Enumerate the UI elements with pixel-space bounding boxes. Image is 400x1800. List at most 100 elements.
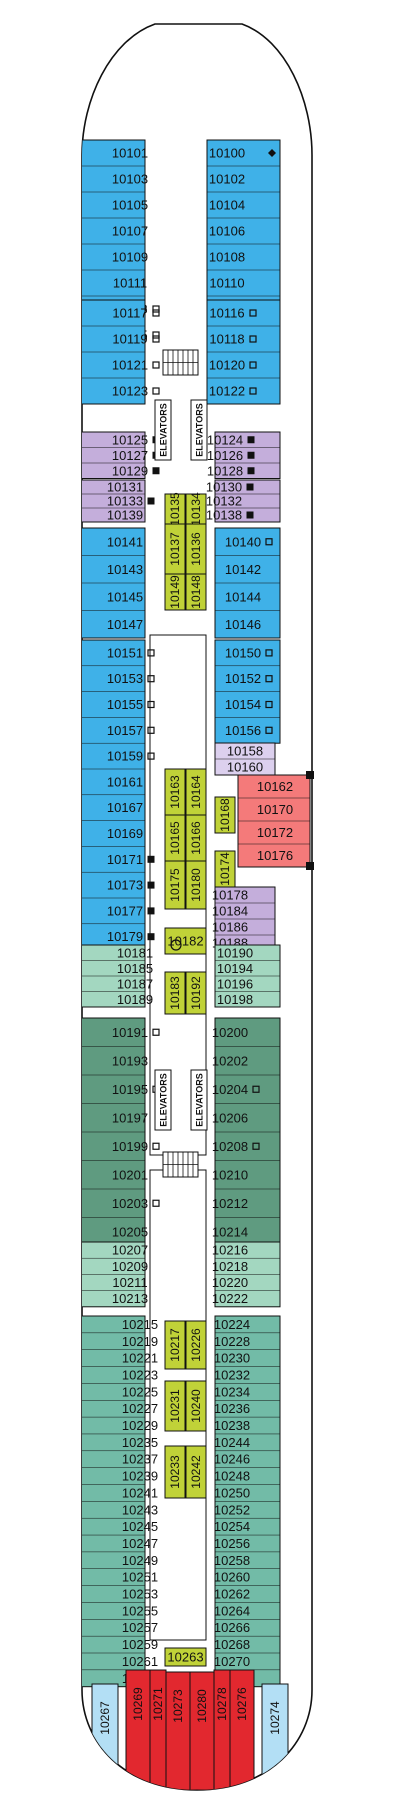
cabin-10135[interactable]: 10135 bbox=[168, 492, 182, 526]
cabin-10145[interactable]: 10145 bbox=[107, 589, 143, 604]
cabin-10239[interactable]: 10239 bbox=[122, 1469, 158, 1484]
cabin-10100[interactable]: 10100 bbox=[209, 146, 245, 161]
cabin-10109[interactable]: 10109 bbox=[112, 250, 148, 265]
cabin-10139[interactable]: 10139 bbox=[107, 508, 143, 523]
cabin-10108[interactable]: 10108 bbox=[209, 250, 245, 265]
cabin-10162[interactable]: 10162 bbox=[257, 779, 293, 794]
cabin-10142[interactable]: 10142 bbox=[225, 562, 261, 577]
cabin-10198[interactable]: 10198 bbox=[217, 992, 253, 1007]
cabin-10252[interactable]: 10252 bbox=[214, 1502, 250, 1517]
cabin-10101[interactable]: 10101 bbox=[112, 146, 148, 161]
cabin-10167[interactable]: 10167 bbox=[107, 800, 143, 815]
cabin-10150[interactable]: 10150 bbox=[225, 645, 261, 660]
cabin-10213[interactable]: 10213 bbox=[112, 1291, 148, 1306]
cabin-10203[interactable]: 10203 bbox=[112, 1196, 148, 1211]
cabin-10173[interactable]: 10173 bbox=[107, 878, 143, 893]
cabin-10225[interactable]: 10225 bbox=[122, 1384, 158, 1399]
cabin-10147[interactable]: 10147 bbox=[107, 617, 143, 632]
cabin-10271[interactable]: 10271 bbox=[151, 1687, 165, 1721]
cabin-10261[interactable]: 10261 bbox=[122, 1654, 158, 1669]
cabin-10206[interactable]: 10206 bbox=[212, 1110, 248, 1125]
cabin-10229[interactable]: 10229 bbox=[122, 1418, 158, 1433]
cabin-10230[interactable]: 10230 bbox=[214, 1351, 250, 1366]
cabin-10125[interactable]: 10125 bbox=[112, 432, 148, 447]
cabin-10130[interactable]: 10130 bbox=[206, 480, 242, 495]
cabin-10166[interactable]: 10166 bbox=[189, 821, 203, 855]
cabin-10248[interactable]: 10248 bbox=[214, 1469, 250, 1484]
cabin-10236[interactable]: 10236 bbox=[214, 1401, 250, 1416]
cabin-10105[interactable]: 10105 bbox=[112, 198, 148, 213]
cabin-10155[interactable]: 10155 bbox=[107, 697, 143, 712]
cabin-10121[interactable]: 10121 bbox=[112, 358, 148, 373]
cabin-10241[interactable]: 10241 bbox=[122, 1485, 158, 1500]
cabin-10192[interactable]: 10192 bbox=[189, 976, 203, 1010]
cabin-10226[interactable]: 10226 bbox=[189, 1328, 203, 1362]
cabin-10249[interactable]: 10249 bbox=[122, 1553, 158, 1568]
cabin-10176[interactable]: 10176 bbox=[257, 848, 293, 863]
cabin-10187[interactable]: 10187 bbox=[117, 976, 153, 991]
cabin-10119[interactable]: 10119 bbox=[112, 332, 147, 347]
cabin-10200[interactable]: 10200 bbox=[212, 1025, 248, 1040]
cabin-10138[interactable]: 10138 bbox=[206, 508, 242, 523]
cabin-10127[interactable]: 10127 bbox=[112, 448, 148, 463]
cabin-10237[interactable]: 10237 bbox=[122, 1452, 158, 1467]
cabin-10146[interactable]: 10146 bbox=[225, 617, 261, 632]
cabin-10233[interactable]: 10233 bbox=[168, 1455, 182, 1489]
cabin-10197[interactable]: 10197 bbox=[112, 1110, 148, 1125]
cabin-10107[interactable]: 10107 bbox=[112, 224, 148, 239]
cabin-10204[interactable]: 10204 bbox=[212, 1082, 248, 1097]
cabin-10163[interactable]: 10163 bbox=[168, 775, 182, 809]
cabin-10152[interactable]: 10152 bbox=[225, 671, 261, 686]
cabin-10178[interactable]: 10178 bbox=[212, 888, 248, 903]
cabin-10232[interactable]: 10232 bbox=[214, 1367, 250, 1382]
cabin-10257[interactable]: 10257 bbox=[122, 1620, 158, 1635]
cabin-10169[interactable]: 10169 bbox=[107, 826, 143, 841]
cabin-10224[interactable]: 10224 bbox=[214, 1317, 250, 1332]
cabin-10228[interactable]: 10228 bbox=[214, 1334, 250, 1349]
cabin-10202[interactable]: 10202 bbox=[212, 1053, 248, 1068]
cabin-10141[interactable]: 10141 bbox=[107, 534, 143, 549]
cabin-10234[interactable]: 10234 bbox=[214, 1384, 250, 1399]
cabin-10184[interactable]: 10184 bbox=[212, 904, 248, 919]
cabin-10179[interactable]: 10179 bbox=[107, 929, 143, 944]
cabin-10118[interactable]: 10118 bbox=[209, 332, 244, 347]
cabin-10242[interactable]: 10242 bbox=[189, 1455, 203, 1489]
cabin-10172[interactable]: 10172 bbox=[257, 825, 293, 840]
cabin-10144[interactable]: 10144 bbox=[225, 589, 261, 604]
cabin-10129[interactable]: 10129 bbox=[112, 463, 148, 478]
cabin-10195[interactable]: 10195 bbox=[112, 1082, 148, 1097]
cabin-10123[interactable]: 10123 bbox=[112, 384, 148, 399]
cabin-10196[interactable]: 10196 bbox=[217, 976, 253, 991]
cabin-10278[interactable]: 10278 bbox=[215, 1687, 229, 1721]
cabin-10134[interactable]: 10134 bbox=[189, 492, 203, 526]
cabin-10177[interactable]: 10177 bbox=[107, 903, 143, 918]
cabin-10131[interactable]: 10131 bbox=[107, 480, 143, 495]
cabin-10268[interactable]: 10268 bbox=[214, 1637, 250, 1652]
cabin-10274[interactable]: 10274 bbox=[268, 1701, 282, 1735]
cabin-10264[interactable]: 10264 bbox=[214, 1603, 250, 1618]
cabin-10227[interactable]: 10227 bbox=[122, 1401, 158, 1416]
cabin-10170[interactable]: 10170 bbox=[257, 802, 293, 817]
cabin-10126[interactable]: 10126 bbox=[207, 448, 243, 463]
cabin-10270[interactable]: 10270 bbox=[214, 1654, 250, 1669]
cabin-10168[interactable]: 10168 bbox=[218, 798, 232, 832]
cabin-10247[interactable]: 10247 bbox=[122, 1536, 158, 1551]
cabin-10256[interactable]: 10256 bbox=[214, 1536, 250, 1551]
cabin-10182[interactable]: 10182 bbox=[167, 934, 203, 949]
cabin-10220[interactable]: 10220 bbox=[212, 1275, 248, 1290]
cabin-10191[interactable]: 10191 bbox=[112, 1025, 148, 1040]
cabin-10216[interactable]: 10216 bbox=[212, 1243, 248, 1258]
cabin-10222[interactable]: 10222 bbox=[212, 1291, 248, 1306]
cabin-10189[interactable]: 10189 bbox=[117, 992, 153, 1007]
cabin-10209[interactable]: 10209 bbox=[112, 1259, 148, 1274]
cabin-10175[interactable]: 10175 bbox=[168, 868, 182, 902]
cabin-10280[interactable]: 10280 bbox=[195, 1689, 209, 1723]
cabin-10255[interactable]: 10255 bbox=[122, 1603, 158, 1618]
cabin-10183[interactable]: 10183 bbox=[168, 976, 182, 1010]
cabin-10199[interactable]: 10199 bbox=[112, 1139, 148, 1154]
cabin-10156[interactable]: 10156 bbox=[225, 723, 261, 738]
cabin-10263[interactable]: 10263 bbox=[167, 1650, 203, 1665]
cabin-10221[interactable]: 10221 bbox=[122, 1351, 158, 1366]
cabin-10205[interactable]: 10205 bbox=[112, 1224, 148, 1239]
cabin-10171[interactable]: 10171 bbox=[107, 852, 143, 867]
